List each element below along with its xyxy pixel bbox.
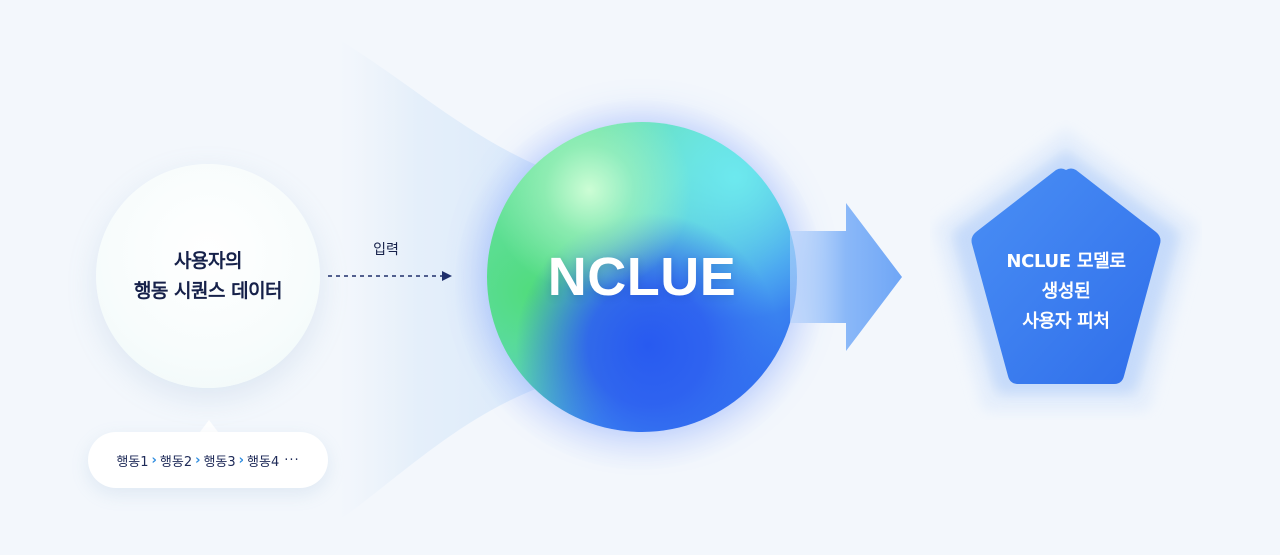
nclue-model-sphere: NCLUE [487, 122, 797, 432]
sequence-step: 행동2 [159, 454, 193, 470]
user-feature-output-node: NCLUE 모델로 생성된 사용자 피처 [930, 120, 1202, 420]
sequence-step: 행동1 [116, 454, 149, 470]
chevron-right-icon: › [195, 452, 201, 468]
pentagon-shape [934, 128, 1198, 412]
model-name: NCLUE [547, 247, 737, 307]
sequence-step: 행동3 [203, 454, 236, 470]
user-sequence-data-node: 사용자의 행동 시퀀스 데이터 [96, 164, 320, 388]
sequence-step: 행동4 [247, 454, 280, 470]
output-arrow-icon [790, 203, 902, 351]
chevron-right-icon: › [238, 452, 245, 468]
input-arrow-label: 입력 [373, 242, 399, 258]
dashed-arrow-icon [328, 271, 452, 281]
pill-pointer [200, 420, 218, 432]
action-sequence-pill: 행동1 › 행동2 › 행동3 › 행동4 ··· [88, 432, 328, 488]
output-line3: 사용자 피처 [1022, 311, 1110, 332]
chevron-right-icon: › [151, 452, 157, 468]
sequence-ellipsis: ··· [284, 452, 300, 468]
input-title-line1: 사용자의 [174, 250, 242, 272]
output-line1: NCLUE 모델로 [1006, 251, 1126, 272]
output-line2: 생성된 [1041, 281, 1091, 302]
output-label: NCLUE 모델로 생성된 사용자 피처 [970, 247, 1162, 337]
input-title-line2: 행동 시퀀스 데이터 [133, 280, 283, 302]
